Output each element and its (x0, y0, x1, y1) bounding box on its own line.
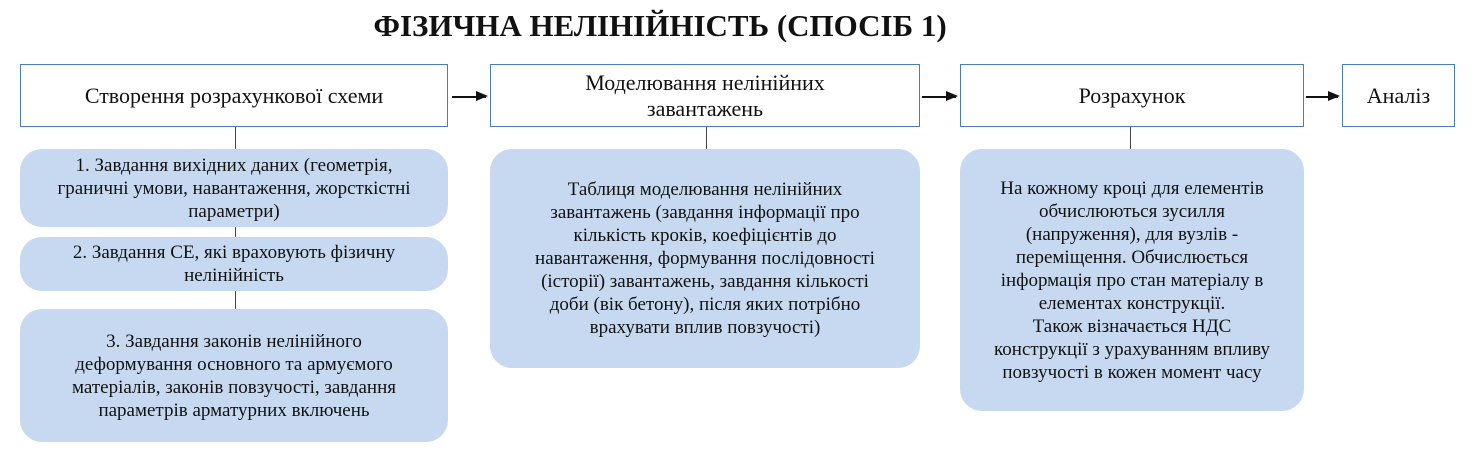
connector-line (235, 127, 236, 149)
connector-line (1130, 127, 1131, 149)
calculation-detail: На кожному кроці для елементів обчислюют… (960, 149, 1304, 411)
scheme-detail-1: 1. Завдання вихідних даних (геометрія, г… (20, 149, 448, 227)
scheme-detail-3: 3. Завдання законів нелінійного деформув… (20, 309, 448, 442)
connector-line (235, 291, 236, 309)
scheme-detail-2: 2. Завдання СЕ, які враховують фізичну н… (20, 237, 448, 291)
arrow-2 (922, 92, 958, 100)
step-modeling-loads: Моделювання нелінійних завантажень (490, 64, 920, 127)
step-analysis: Аналіз (1342, 64, 1455, 127)
diagram-title: ФІЗИЧНА НЕЛІНІЙНІСТЬ (СПОСІБ 1) (373, 8, 947, 43)
arrow-1 (452, 92, 488, 100)
step-calculation: Розрахунок (960, 64, 1304, 127)
connector-line (235, 227, 236, 237)
arrow-3 (1306, 92, 1340, 100)
step-create-scheme: Створення розрахункової схеми (20, 64, 448, 127)
loading-detail: Таблиця моделювання нелінійних завантаже… (490, 149, 920, 368)
connector-line (706, 127, 707, 149)
